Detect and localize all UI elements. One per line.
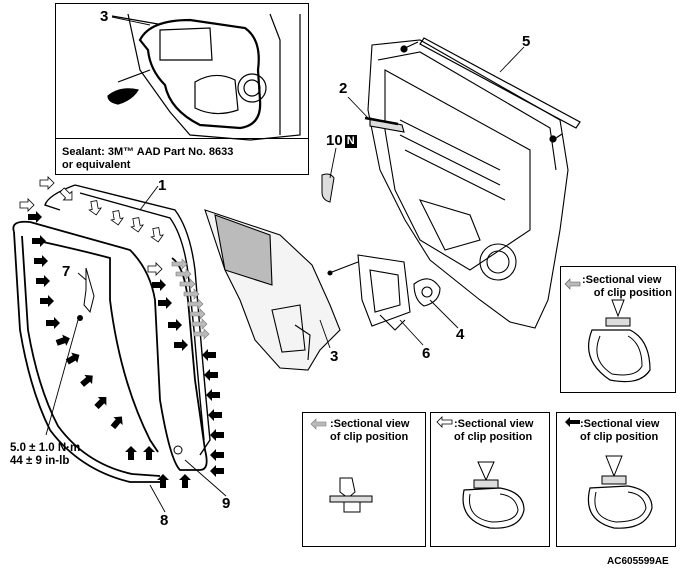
weatherstrip-1-drawing: [44, 184, 211, 456]
sealant-inset-box: [55, 3, 309, 175]
callout-4: 4: [456, 326, 465, 343]
sealant-note-line2: or equivalent: [62, 159, 131, 171]
weatherstrip-8-drawing: [12, 220, 208, 483]
callout-1: 1: [158, 177, 167, 194]
bracket-7: [83, 267, 95, 314]
caption-line1: :Sectional view: [582, 274, 662, 286]
callout-10-number: 10: [326, 132, 343, 149]
figure-id: AC605599AE: [607, 556, 669, 567]
torque-imperial: 44 ± 9 in-lb: [10, 455, 70, 467]
door-trim-panel-3-drawing: [204, 209, 341, 371]
sectional-view-caption-black-arrow: :Sectional view of clip position: [580, 418, 676, 444]
sectional-view-grey-dashed-drawing: [310, 418, 373, 513]
clip-arrows-white: [19, 176, 164, 276]
sectional-view-grey-arrow-drawing: [564, 278, 651, 383]
caption-line2: of clip position: [330, 431, 409, 443]
caption-line2: of clip position: [580, 431, 659, 443]
sectional-view-white-arrow-drawing: [436, 416, 525, 529]
weatherstrip-5-drawing: [400, 37, 581, 143]
torque-metric: 5.0 ± 1.0 N·m: [10, 442, 81, 454]
clip-arrows-black: [28, 211, 224, 488]
new-part-badge: N: [344, 135, 357, 148]
clip-arrows-grey-dashed: [171, 258, 210, 340]
caption-line2: of clip position: [454, 431, 533, 443]
sealant-note: Sealant: 3M™ AAD Part No. 8633 or equiva…: [62, 146, 302, 172]
sealant-note-line1: Sealant: 3M™ AAD Part No. 8633: [62, 146, 234, 158]
speaker-assembly-drawing: [327, 254, 441, 331]
sealant-inset-drawing: [107, 13, 301, 141]
caption-line2: of clip position: [593, 287, 672, 299]
sectional-view-caption-grey-arrow: :Sectional view of clip position: [582, 274, 676, 300]
callout-8: 8: [160, 512, 169, 529]
sectional-view-box-grey-dashed: [302, 412, 426, 547]
sectional-view-caption-grey-dashed: :Sectional view of clip position: [330, 418, 426, 444]
torque-spec: 5.0 ± 1.0 N·m 44 ± 9 in-lb: [10, 442, 80, 468]
sectional-view-box-black-arrow: [556, 412, 676, 547]
sectional-view-box-grey-arrow: [560, 266, 676, 393]
callout-3: 3: [330, 348, 339, 365]
sealant-inset-divider: [55, 138, 309, 139]
bolt-torque: [77, 315, 83, 321]
sectional-view-caption-white-arrow: :Sectional view of clip position: [454, 418, 550, 444]
callout-6: 6: [422, 345, 431, 362]
caption-line1: :Sectional view: [330, 418, 410, 430]
sectional-view-box-white-arrow: [430, 412, 550, 547]
callout-9: 9: [222, 495, 231, 512]
clip-9-shape: [173, 445, 183, 455]
callout-7: 7: [62, 263, 71, 280]
door-panel-drawing: [364, 39, 569, 329]
caption-line1: :Sectional view: [454, 418, 534, 430]
callout-3-inset: 3: [100, 8, 109, 25]
caption-line1: :Sectional view: [580, 418, 660, 430]
callout-2: 2: [339, 80, 348, 97]
sectional-view-black-arrow-drawing: [565, 417, 653, 529]
part-10-trim: [321, 173, 335, 203]
leader-lines: [45, 16, 525, 513]
callout-5: 5: [522, 33, 531, 50]
